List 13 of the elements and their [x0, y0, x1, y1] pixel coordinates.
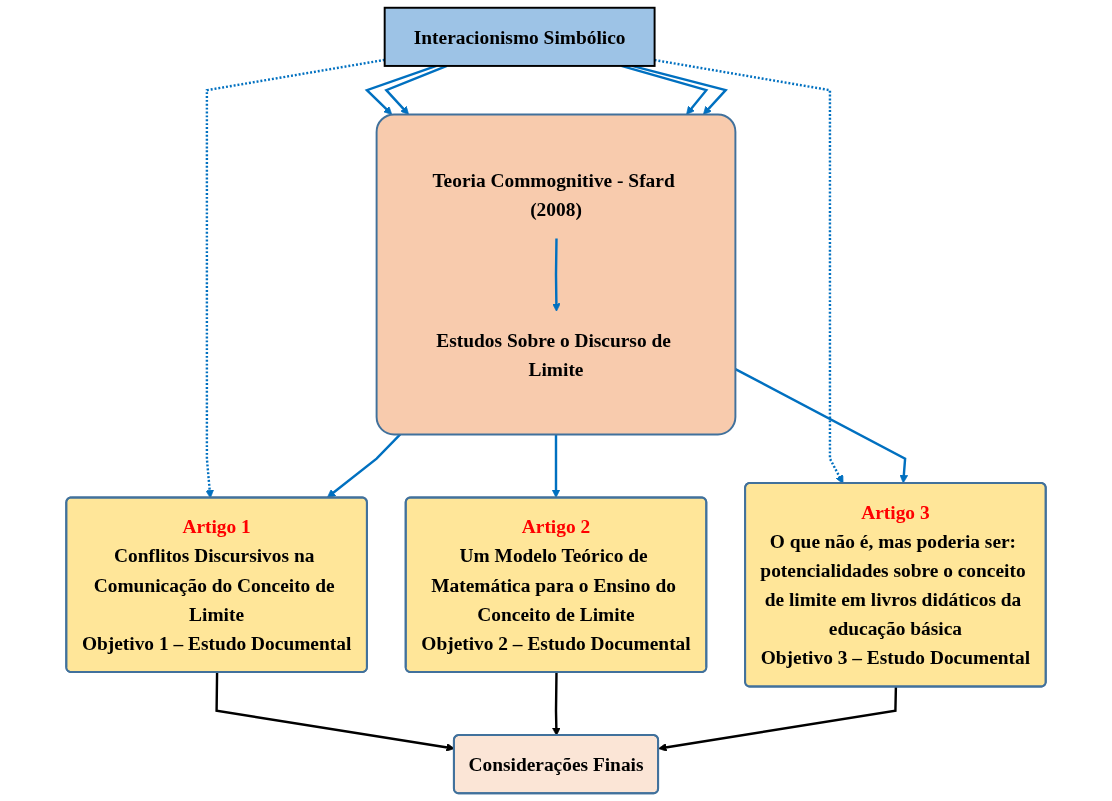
- node-box: Interacionismo Simbólico: [383, 6, 656, 67]
- arrow: [631, 64, 728, 115]
- arrow: [552, 238, 561, 312]
- node-text: Estudos Sobre o Discurso de Limite: [436, 329, 671, 380]
- arrow: [552, 672, 561, 736]
- cluster: [375, 113, 737, 436]
- arrow: [621, 64, 709, 115]
- arrow: [384, 64, 448, 115]
- arrow: [658, 687, 898, 752]
- arrow: [327, 433, 402, 498]
- arrow: [551, 434, 561, 498]
- node-text: Teoria Commognitive - Sfard (2008): [432, 169, 675, 220]
- arrow: [364, 64, 437, 115]
